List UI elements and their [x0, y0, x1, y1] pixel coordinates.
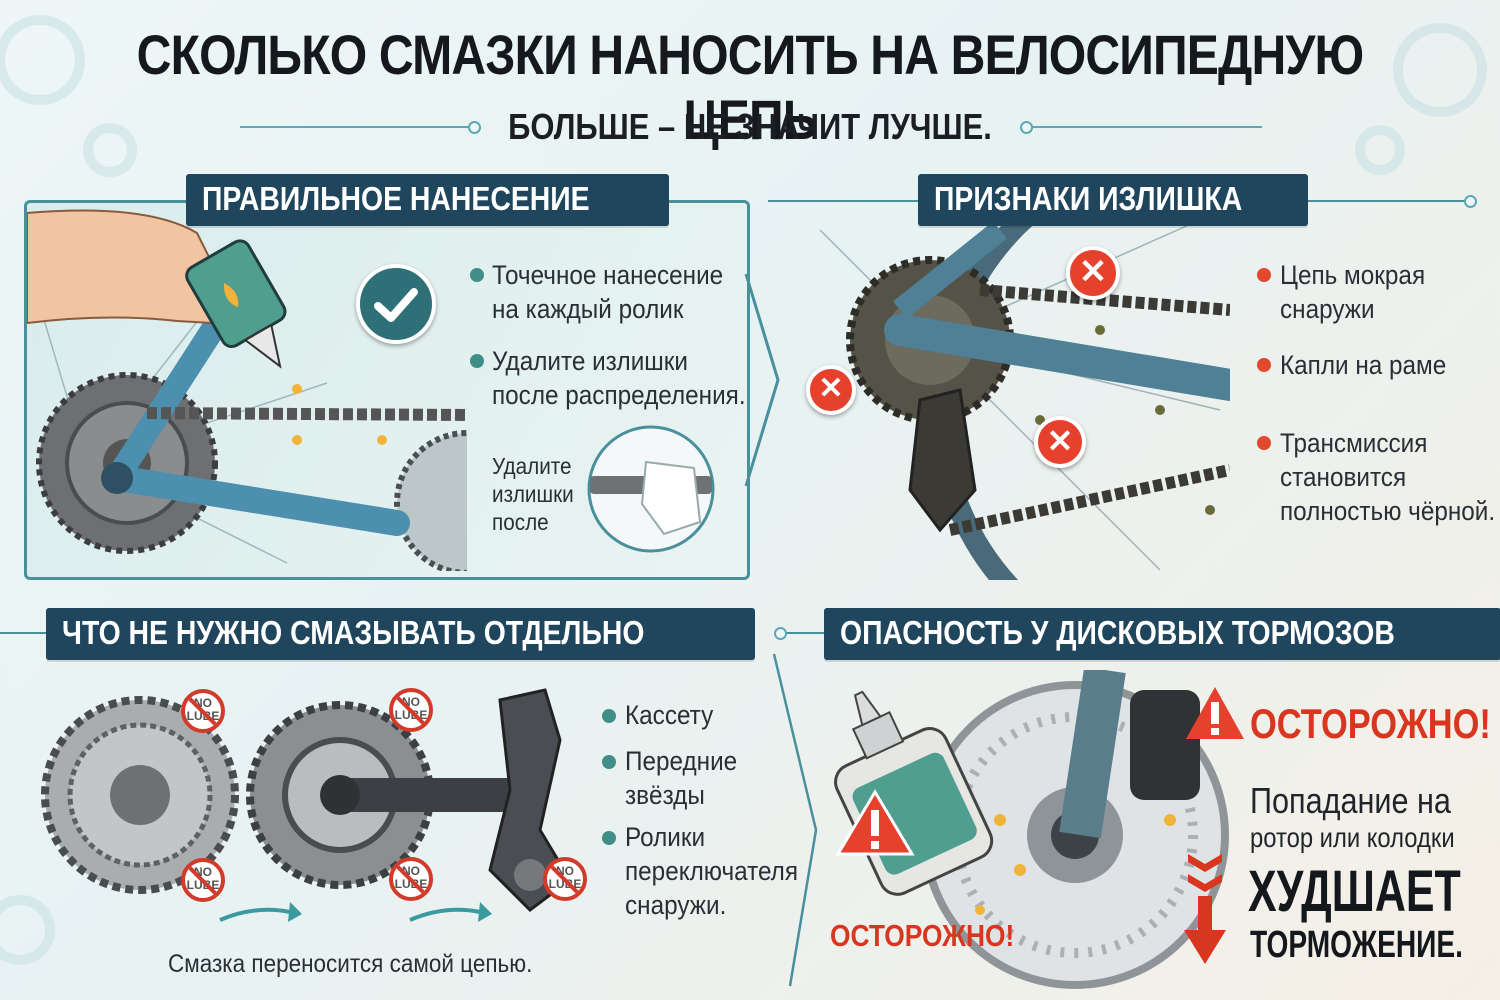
- warning-triangle-icon: [835, 789, 915, 856]
- subtitle-rule-right: [1030, 126, 1262, 128]
- excess-bullet-2: Капли на раме: [1280, 350, 1447, 380]
- nolube-caption: Смазка переносится самой цепью.: [168, 950, 533, 978]
- brake-warning-line3: ХУДШАЕТ: [1248, 859, 1461, 924]
- warning-label-bottom: ОСТОРОЖНО!: [830, 918, 1015, 953]
- wipe-chain-inset: [587, 425, 715, 553]
- subtitle-dot-left: [468, 121, 481, 134]
- checkmark-icon: [356, 264, 436, 344]
- page-title: СКОЛЬКО СМАЗКИ НАНОСИТЬ НА ВЕЛОСИПЕДНУЮ …: [136, 23, 1365, 151]
- bullet-dot: [1257, 436, 1271, 450]
- excess-drivetrain-illustration: [819, 210, 1230, 580]
- chain-lube-illustration: [27, 209, 467, 571]
- down-arrow-icon: [1184, 854, 1226, 964]
- bullet-dot: [602, 755, 616, 769]
- bullet-dot: [602, 709, 616, 723]
- brakes-banner: ОПАСНОСТЬ У ДИСКОВЫХ ТОРМОЗОВ: [824, 608, 1500, 660]
- x-icon: ✕: [806, 365, 856, 415]
- excess-rule-dot: [1464, 195, 1477, 208]
- divider-diagonal: [772, 653, 818, 987]
- warning-triangle-icon: [1186, 687, 1244, 739]
- brake-warning-line1: Попадание на: [1250, 780, 1451, 821]
- bullet-dot: [1257, 358, 1271, 372]
- brake-warning-line2: ротор или колодки: [1250, 822, 1455, 853]
- x-icon: ✕: [1066, 246, 1120, 300]
- excess-banner: ПРИЗНАКИ ИЗЛИШКА: [918, 174, 1309, 226]
- arrow-right-1: [744, 273, 780, 487]
- page-subtitle: БОЛЬШЕ – НЕ ЗНАЧИТ ЛУЧШЕ.: [508, 106, 992, 147]
- nolube-banner: ЧТО НЕ НУЖНО СМАЗЫВАТЬ ОТДЕЛЬНО: [46, 608, 756, 660]
- brake-warning-line4: ТОРМОЖЕНИЕ.: [1250, 924, 1463, 966]
- subtitle-rule-left: [240, 126, 472, 128]
- nolube-parts-illustration: [41, 688, 572, 922]
- subtitle-dot-right: [1020, 121, 1033, 134]
- nolube-bullet-1: Кассету: [625, 700, 714, 730]
- warning-label-top: ОСТОРОЖНО!: [1250, 700, 1491, 747]
- bullet-dot: [602, 831, 616, 845]
- bullet-dot: [470, 354, 484, 368]
- brakes-rule-dot: [774, 627, 787, 640]
- bullet-dot: [1257, 268, 1271, 282]
- disc-brake-illustration: [834, 670, 1229, 989]
- bullet-dot: [470, 268, 484, 282]
- brakes-rule: [780, 632, 828, 634]
- correct-banner: ПРАВИЛЬНОЕ НАНЕСЕНИЕ: [186, 174, 669, 226]
- nolube-rule: [0, 632, 48, 634]
- x-icon: ✕: [1034, 416, 1086, 468]
